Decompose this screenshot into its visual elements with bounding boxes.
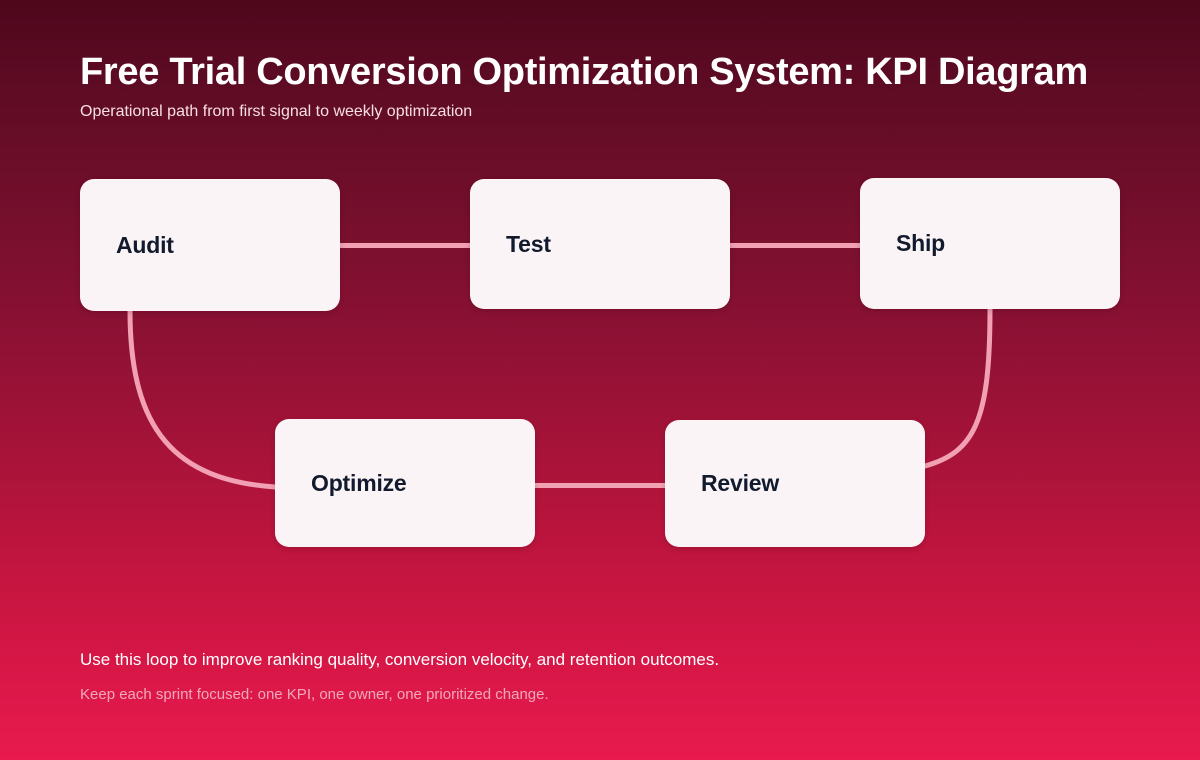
node-ship[interactable]: Ship (860, 178, 1120, 309)
edge-ship-review (922, 306, 993, 469)
node-ship-label: Ship (896, 230, 946, 256)
edge-optimize-audit (127, 308, 278, 490)
node-test-label: Test (506, 230, 551, 257)
footer-primary-text: Use this loop to improve ranking quality… (80, 650, 720, 669)
node-review-label: Review (701, 470, 780, 496)
node-review[interactable]: Review (665, 420, 925, 547)
footer-secondary-text: Keep each sprint focused: one KPI, one o… (80, 686, 549, 703)
page-header: Free Trial Conversion Optimization Syste… (80, 48, 1200, 122)
page-title: Free Trial Conversion Optimization Syste… (80, 51, 1088, 93)
page-subtitle: Operational path from first signal to we… (80, 103, 473, 120)
node-audit-label: Audit (116, 231, 174, 258)
footer: Use this loop to improve ranking quality… (80, 648, 1120, 705)
node-test[interactable]: Test (470, 179, 730, 309)
node-optimize-label: Optimize (311, 469, 407, 496)
node-optimize[interactable]: Optimize (275, 419, 535, 547)
node-audit[interactable]: Audit (80, 179, 340, 311)
